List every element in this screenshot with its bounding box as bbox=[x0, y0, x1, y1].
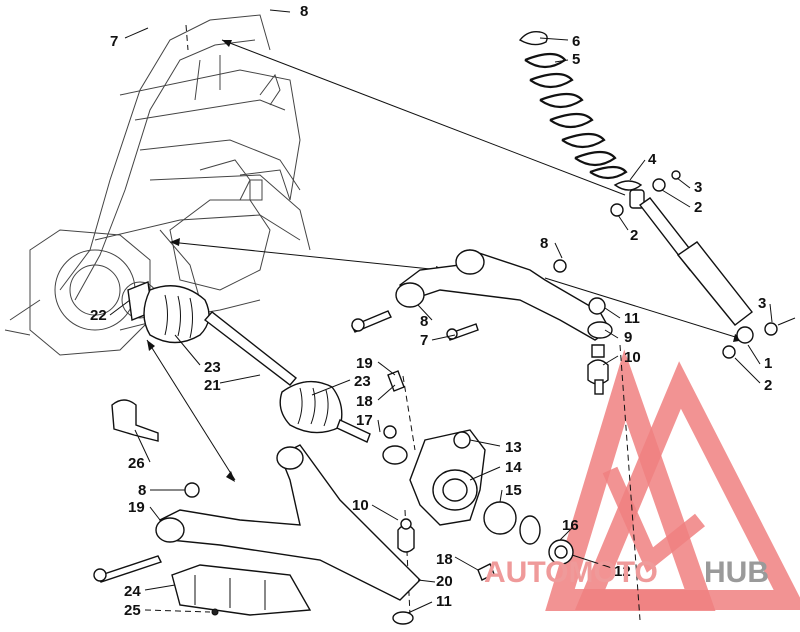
callout-23: 23 bbox=[204, 359, 221, 376]
callout-25: 25 bbox=[124, 602, 141, 619]
callout-10: 10 bbox=[624, 349, 641, 366]
callout-2: 2 bbox=[694, 199, 702, 216]
callout-11: 11 bbox=[624, 310, 640, 327]
upper-a-arm bbox=[351, 249, 613, 395]
callout-8: 8 bbox=[540, 235, 548, 252]
callout-26: 26 bbox=[128, 455, 145, 472]
steering-knuckle bbox=[392, 429, 574, 625]
callout-12: 12 bbox=[614, 563, 631, 580]
callout-18: 18 bbox=[356, 393, 373, 410]
callout-14: 14 bbox=[505, 459, 522, 476]
callout-24: 24 bbox=[124, 583, 141, 600]
callout-2: 2 bbox=[630, 227, 638, 244]
callout-21: 21 bbox=[204, 377, 221, 394]
callout-8: 8 bbox=[300, 3, 308, 20]
callout-2: 2 bbox=[764, 377, 772, 394]
callout-10: 10 bbox=[352, 497, 369, 514]
callout-16: 16 bbox=[562, 517, 579, 534]
shock-absorber bbox=[518, 30, 796, 359]
callout-3: 3 bbox=[694, 179, 702, 196]
skid-plate bbox=[171, 564, 312, 616]
callout-13: 13 bbox=[505, 439, 522, 456]
callout-7: 7 bbox=[110, 33, 118, 50]
watermark-logo bbox=[545, 349, 800, 611]
callout-labels: 7 8 6 5 4 3 2 2 8 3 11 9 10 1 2 22 8 7 2… bbox=[90, 3, 772, 619]
lower-a-arm bbox=[93, 399, 495, 601]
watermark-text: AUTOMOTO HUB bbox=[484, 556, 769, 589]
leader-lines bbox=[109, 9, 773, 614]
callout-9: 9 bbox=[624, 329, 632, 346]
callout-5: 5 bbox=[572, 51, 580, 68]
watermark-word-hub: HUB bbox=[704, 556, 769, 589]
callout-23: 23 bbox=[354, 373, 371, 390]
vehicle-frame-sketch bbox=[4, 14, 311, 356]
callout-1: 1 bbox=[764, 355, 772, 372]
callout-18: 18 bbox=[436, 551, 453, 568]
cv-axle bbox=[127, 281, 408, 465]
callout-20: 20 bbox=[436, 573, 453, 590]
callout-17: 17 bbox=[356, 412, 373, 429]
callout-4: 4 bbox=[648, 151, 657, 168]
watermark-word-automoto: AUTOMOTO bbox=[484, 556, 658, 589]
callout-8: 8 bbox=[138, 482, 146, 499]
callout-15: 15 bbox=[505, 482, 522, 499]
callout-11: 11 bbox=[436, 593, 452, 610]
callout-22: 22 bbox=[90, 307, 107, 324]
callout-3: 3 bbox=[758, 295, 766, 312]
callout-7: 7 bbox=[420, 332, 428, 349]
callout-6: 6 bbox=[572, 33, 580, 50]
callout-19: 19 bbox=[356, 355, 373, 372]
callout-19: 19 bbox=[128, 499, 145, 516]
callout-8: 8 bbox=[420, 313, 428, 330]
